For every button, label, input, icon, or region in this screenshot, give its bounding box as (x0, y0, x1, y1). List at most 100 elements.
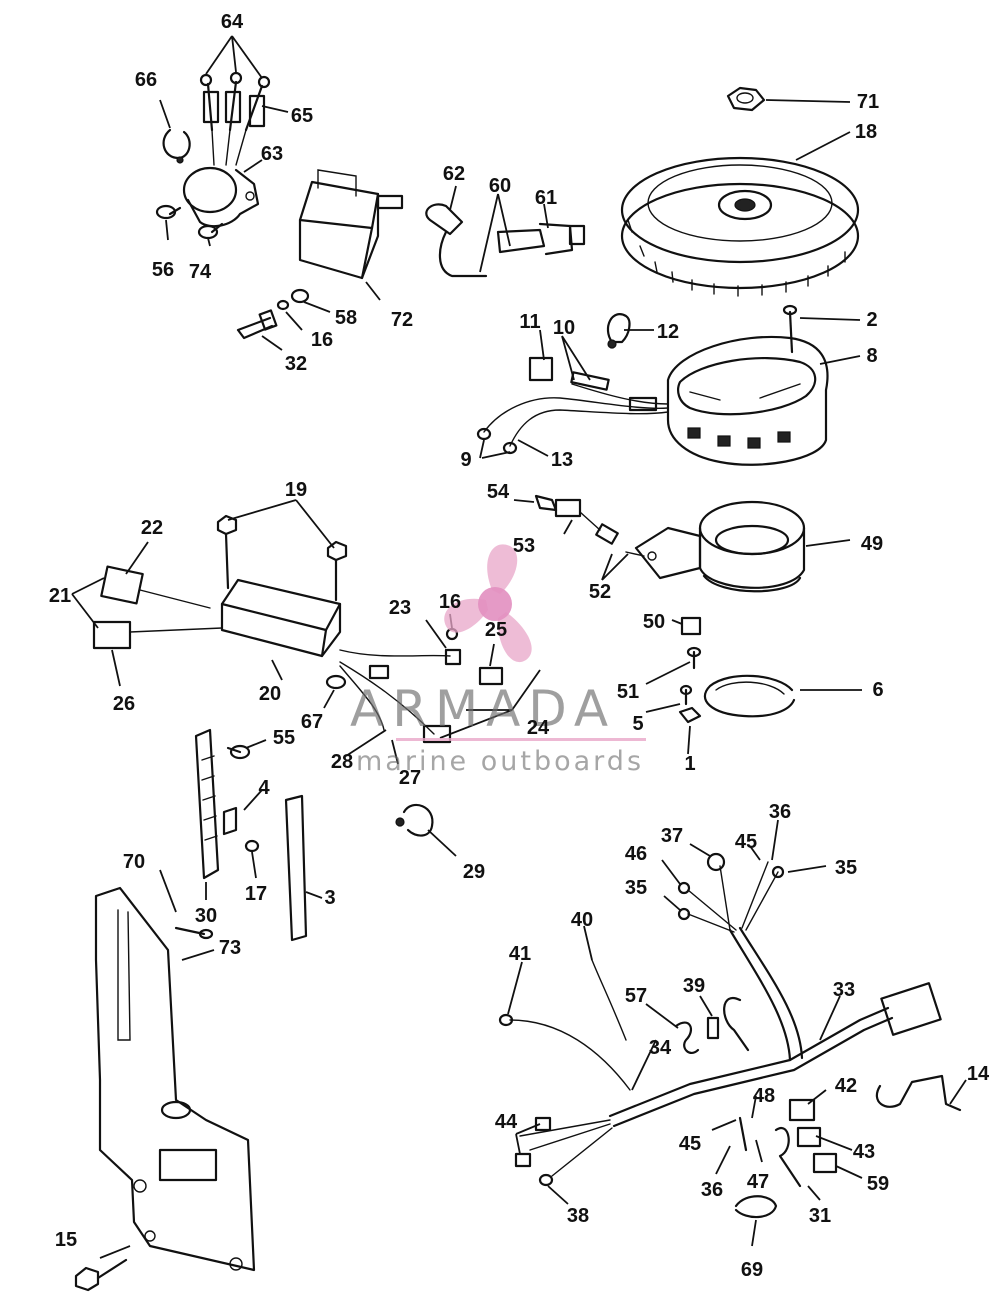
leader-lines (71, 35, 967, 1259)
part-number-label-45b: 45 (679, 1133, 701, 1155)
part-number-label-60: 60 (489, 175, 511, 197)
part-number-label-29: 29 (463, 861, 485, 883)
part-number-label-28: 28 (331, 751, 353, 773)
part-63-solenoid (182, 166, 260, 228)
logo-blade-top (487, 544, 518, 594)
part-54-53-52-lead (534, 494, 645, 557)
part-number-label-71: 71 (857, 91, 879, 113)
part-58-16-32-hardware (236, 288, 310, 340)
part-number-label-66: 66 (135, 69, 157, 91)
watermark: ARMADA marine outboards (350, 544, 646, 777)
part-number-label-41: 41 (509, 943, 531, 965)
part-number-label-5: 5 (632, 713, 643, 735)
part-8-stator (666, 335, 829, 466)
part-number-label-11: 11 (519, 311, 540, 333)
part-number-label-43: 43 (853, 1141, 875, 1163)
part-number-label-64: 64 (221, 11, 244, 33)
logo-blade-left (444, 598, 488, 633)
part-number-label-16b: 16 (439, 591, 461, 613)
part-number-label-55: 55 (273, 727, 295, 749)
part-72-coil (298, 169, 404, 280)
part-number-label-15: 15 (55, 1229, 77, 1251)
part-67-washer (325, 674, 347, 690)
part-73-bracket (94, 886, 256, 1272)
part-number-label-25: 25 (485, 619, 507, 641)
part-30-terminal-block (194, 728, 220, 880)
part-number-label-36b: 36 (701, 1179, 723, 1201)
part-number-label-26: 26 (113, 693, 135, 715)
part-harness-upper-leads (677, 852, 785, 933)
part-33-34-harness (498, 926, 942, 1187)
part-number-label-19: 19 (285, 479, 307, 501)
part-number-label-33: 33 (833, 979, 855, 1001)
part-number-label-4: 4 (258, 777, 270, 799)
part-number-label-16a: 16 (311, 329, 333, 351)
part-number-label-17: 17 (245, 883, 267, 905)
part-number-label-22: 22 (141, 517, 163, 539)
watermark-underline (396, 738, 646, 741)
part-number-label-56: 56 (152, 259, 174, 281)
part-number-label-62: 62 (443, 163, 465, 185)
part-number-label-2: 2 (866, 309, 877, 331)
part-number-label-59: 59 (867, 1173, 889, 1195)
part-number-label-52: 52 (589, 581, 611, 603)
part-number-label-47: 47 (747, 1171, 769, 1193)
part-number-label-24: 24 (527, 717, 550, 739)
part-number-label-63: 63 (261, 143, 283, 165)
part-number-label-67: 67 (301, 711, 323, 733)
propeller-logo (444, 544, 532, 663)
part-21-22-26-connectors (92, 565, 223, 650)
part-number-label-45a: 45 (735, 831, 757, 853)
part-18-flywheel (620, 156, 860, 297)
part-15-bolt (74, 1258, 128, 1292)
part-number-label-10: 10 (553, 317, 575, 339)
part-number-label-3: 3 (324, 887, 335, 909)
part-62-60-61-plug-lead (425, 203, 586, 278)
part-71-nut (726, 86, 766, 112)
part-number-label-9: 9 (460, 449, 471, 471)
part-number-label-35b: 35 (835, 857, 857, 879)
part-number-label-50: 50 (643, 611, 665, 633)
part-2-screw (782, 304, 798, 354)
part-number-label-38: 38 (567, 1205, 589, 1227)
part-number-label-35a: 35 (625, 877, 647, 899)
part-number-label-6: 6 (872, 679, 883, 701)
part-number-label-70: 70 (123, 851, 145, 873)
part-number-label-73: 73 (219, 937, 241, 959)
part-69-clip (734, 1195, 778, 1219)
part-number-label-61: 61 (535, 187, 557, 209)
part-number-label-27: 27 (399, 767, 421, 789)
part-23-25-24-leads (339, 627, 504, 744)
part-number-label-72: 72 (391, 309, 413, 331)
part-3-strip (284, 794, 308, 942)
part-number-label-8: 8 (866, 345, 877, 367)
part-66-clip (162, 128, 191, 164)
part-number-label-32: 32 (285, 353, 307, 375)
part-55-4-17-hardware (222, 744, 260, 853)
part-number-label-18: 18 (855, 121, 877, 143)
part-number-label-74: 74 (189, 261, 212, 283)
part-number-label-51: 51 (617, 681, 639, 703)
part-50-51-5-hardware (678, 616, 702, 724)
part-number-label-23: 23 (389, 597, 411, 619)
part-number-label-57: 57 (625, 985, 647, 1007)
part-number-label-37: 37 (661, 825, 683, 847)
part-6-ring (703, 674, 796, 718)
part-number-label-58: 58 (335, 307, 357, 329)
part-number-label-20: 20 (259, 683, 281, 705)
part-harness-small-parts (674, 996, 962, 1188)
part-number-label-12: 12 (657, 321, 679, 343)
part-12-clamp (606, 313, 631, 349)
part-number-label-65: 65 (291, 105, 313, 127)
part-number-label-54: 54 (487, 481, 510, 503)
part-49-timer-base (634, 500, 806, 593)
part-number-label-49: 49 (861, 533, 883, 555)
part-number-label-31: 31 (809, 1205, 831, 1227)
part-number-label-48: 48 (753, 1085, 775, 1107)
part-64-65-leads (199, 71, 271, 166)
part-number-label-39: 39 (683, 975, 705, 997)
part-number-label-1: 1 (684, 753, 695, 775)
part-number-label-21: 21 (49, 585, 71, 607)
